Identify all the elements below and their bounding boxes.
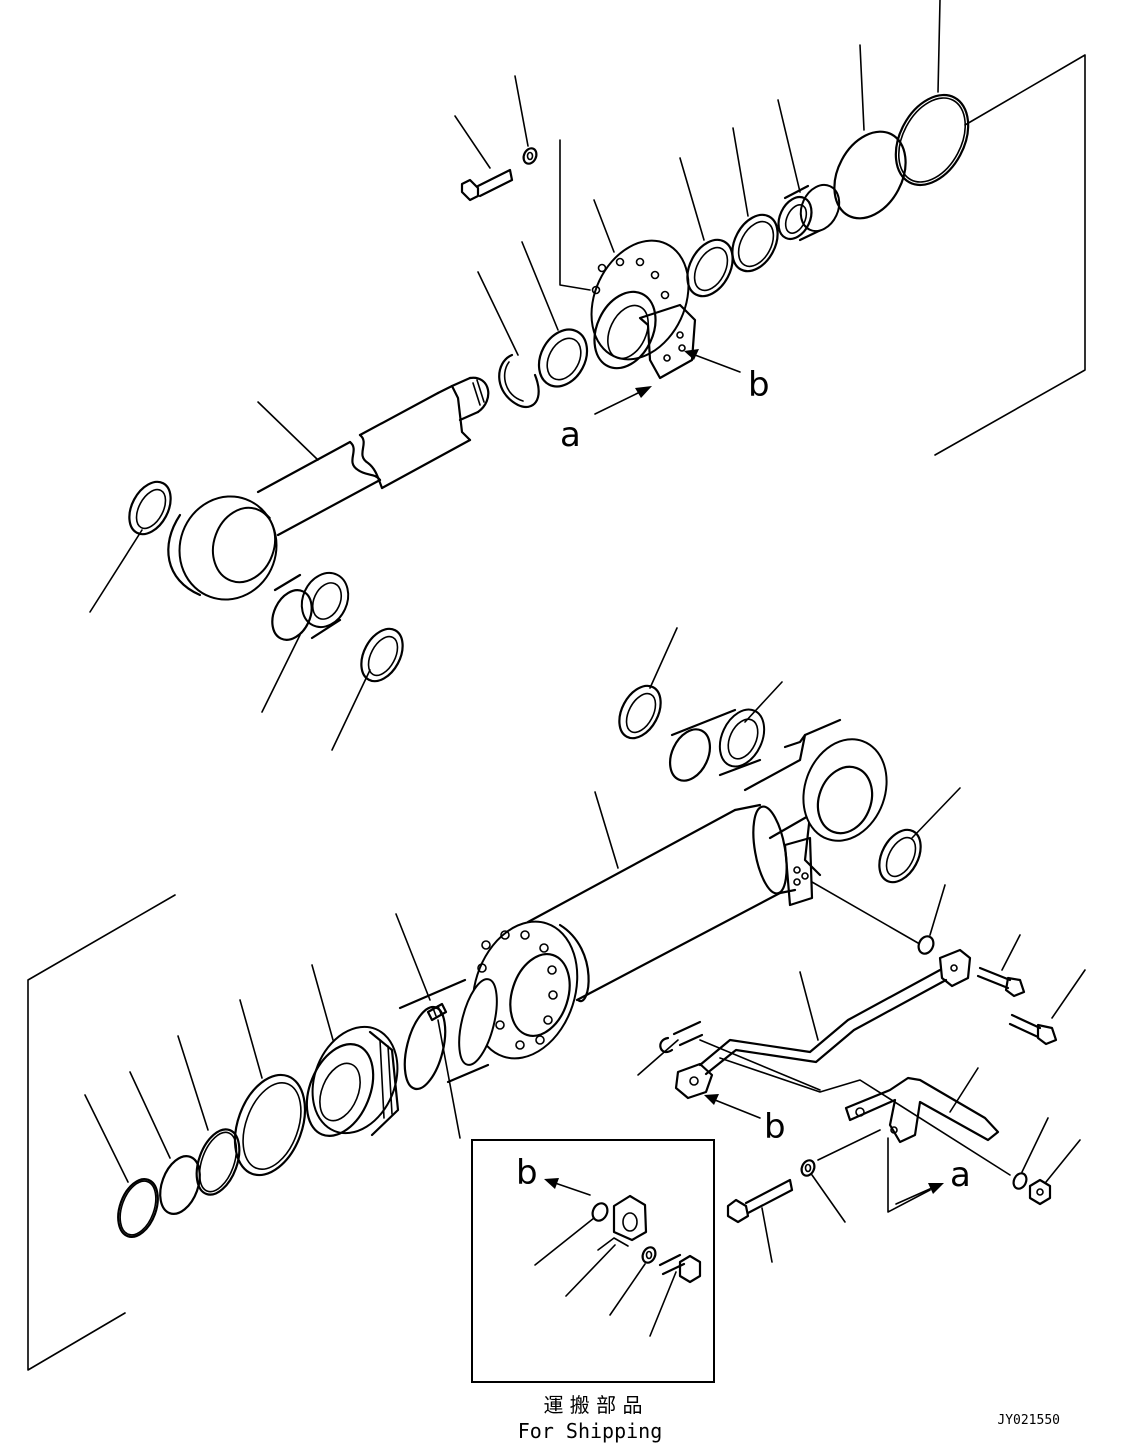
- leader-cushion-sleeve: [395, 913, 431, 1001]
- leader-piston-wear-ring: [239, 999, 263, 1079]
- leader-pipe: [799, 971, 819, 1041]
- leader-dust-seal-right: [331, 669, 371, 751]
- head-seal-2: [731, 213, 779, 273]
- leader-set-screw: [437, 1019, 461, 1139]
- leader-piston-ring-2: [129, 1071, 171, 1159]
- leader-bottom-dust-seal-lower: [911, 787, 961, 839]
- leader-bracket-nut: [1045, 1139, 1081, 1183]
- leader-cylinder-tube: [594, 791, 619, 869]
- inset-caption-jp: 運 搬 部 品: [543, 1393, 642, 1417]
- bottom-bushing: [668, 708, 766, 782]
- shipping-bolt: [658, 1253, 702, 1284]
- cylinder-head: [590, 239, 697, 380]
- leader-shipping-bolt: [649, 1271, 677, 1337]
- leader-head-backup-ring: [937, 0, 941, 93]
- rod-dust-seal-right: [360, 627, 404, 683]
- leader-head-bolt: [454, 115, 491, 169]
- leader-bottom-o-ring: [929, 884, 946, 936]
- bottom-o-ring: [917, 935, 935, 955]
- pipe-bolt-1: [976, 966, 1026, 998]
- cylinder-tube-assembly: b a: [27, 627, 1086, 1371]
- callout-a-top: a: [560, 415, 581, 455]
- head-washer: [522, 147, 538, 165]
- head-backup-ring: [894, 93, 970, 187]
- leader-rod-packing: [521, 241, 559, 331]
- bracket-washer-right: [1012, 1172, 1028, 1190]
- bracket-bolt: [726, 1178, 794, 1224]
- leader-head-o-ring: [859, 44, 865, 131]
- hydraulic-pipe: [659, 948, 972, 1100]
- leader-bottom-bushing: [744, 681, 783, 723]
- leader-rod: [257, 401, 319, 461]
- callout-a-bottom: a: [950, 1155, 971, 1195]
- leader-shipping-washer: [609, 1263, 646, 1316]
- bracket-nut: [1028, 1178, 1052, 1206]
- shipping-inset: b 運 搬 部 品 For Shipping: [471, 1139, 715, 1443]
- leader-bottom-dust-seal-upper: [649, 627, 678, 689]
- cushion-sleeve: [398, 978, 498, 1091]
- head-bolt: [460, 168, 514, 202]
- piston-ring-1: [195, 1128, 241, 1196]
- bottom-dust-seal-lower: [878, 828, 922, 884]
- group-frame-right: [934, 54, 1086, 456]
- leader-bracket-washer-right: [1021, 1117, 1049, 1173]
- leader-bracket-bolt: [761, 1207, 773, 1263]
- piston-ring-3: [117, 1178, 159, 1238]
- shipping-washer: [641, 1246, 657, 1264]
- group-frame-left: [27, 894, 176, 1371]
- leader-dust-seal-left: [89, 529, 143, 613]
- leader-head-washer: [514, 75, 529, 147]
- leader-piston: [311, 964, 334, 1041]
- piston: [305, 1025, 400, 1138]
- snap-ring: [498, 353, 540, 408]
- leader-shipping-plug: [534, 1217, 595, 1266]
- leader-bracket-washer: [811, 1174, 846, 1223]
- rod-dust-seal-left: [128, 480, 172, 536]
- pipe-bolt-2: [1008, 1013, 1058, 1046]
- pipe-bracket: [844, 1076, 1000, 1144]
- arrow-a-bottom: [895, 1187, 933, 1205]
- leader-shipping-flange-cap: [565, 1244, 616, 1297]
- callout-b-bottom: b: [764, 1107, 786, 1147]
- leader-u-bolt: [637, 1039, 679, 1076]
- leader-head-bushing: [777, 99, 801, 193]
- callout-b-top: b: [748, 365, 770, 405]
- piston-rod-assembly: a b: [89, 0, 1086, 751]
- arrow-b-top: [694, 354, 741, 373]
- bracket-washer: [800, 1159, 816, 1177]
- piston-wear-ring: [233, 1073, 307, 1177]
- leader-piston-ring-3: [84, 1094, 129, 1183]
- set-screw: [426, 1002, 448, 1022]
- arrow-b-inset: [554, 1182, 591, 1196]
- leader-rod-bushing: [261, 634, 301, 713]
- head-o-ring: [833, 130, 907, 220]
- bottom-dust-seal-upper: [618, 684, 662, 740]
- rod-packing: [537, 328, 589, 388]
- arrow-a-top: [594, 391, 641, 415]
- piston-rod: [167, 376, 490, 601]
- group-frame-top: [559, 139, 591, 291]
- head-bushing: [777, 183, 841, 242]
- inset-caption-en: For Shipping: [518, 1419, 663, 1443]
- leader-head-seal-2: [732, 127, 749, 217]
- arrow-b-bottom: [714, 1099, 761, 1119]
- rod-bushing: [271, 571, 350, 641]
- leader-piston-ring-1: [177, 1035, 209, 1131]
- leader-head-seal-1: [679, 157, 705, 241]
- piston-ring-2: [159, 1155, 201, 1215]
- drawing-number: JY021550: [997, 1413, 1060, 1428]
- shipping-plug: [591, 1202, 609, 1222]
- head-seal-1: [686, 238, 734, 298]
- leader-cylinder-head: [593, 199, 615, 253]
- inset-frame: [471, 1139, 715, 1383]
- leader-pipe-bolt-2: [1051, 969, 1086, 1019]
- shipping-flange-cap: [597, 1194, 648, 1251]
- leader-pipe-bracket: [949, 1067, 979, 1113]
- cylinder-tube: [471, 718, 888, 1060]
- leader-snap-ring: [477, 271, 519, 356]
- callout-b-inset: b: [516, 1153, 538, 1193]
- leader-pipe-bolt-1: [1001, 934, 1021, 971]
